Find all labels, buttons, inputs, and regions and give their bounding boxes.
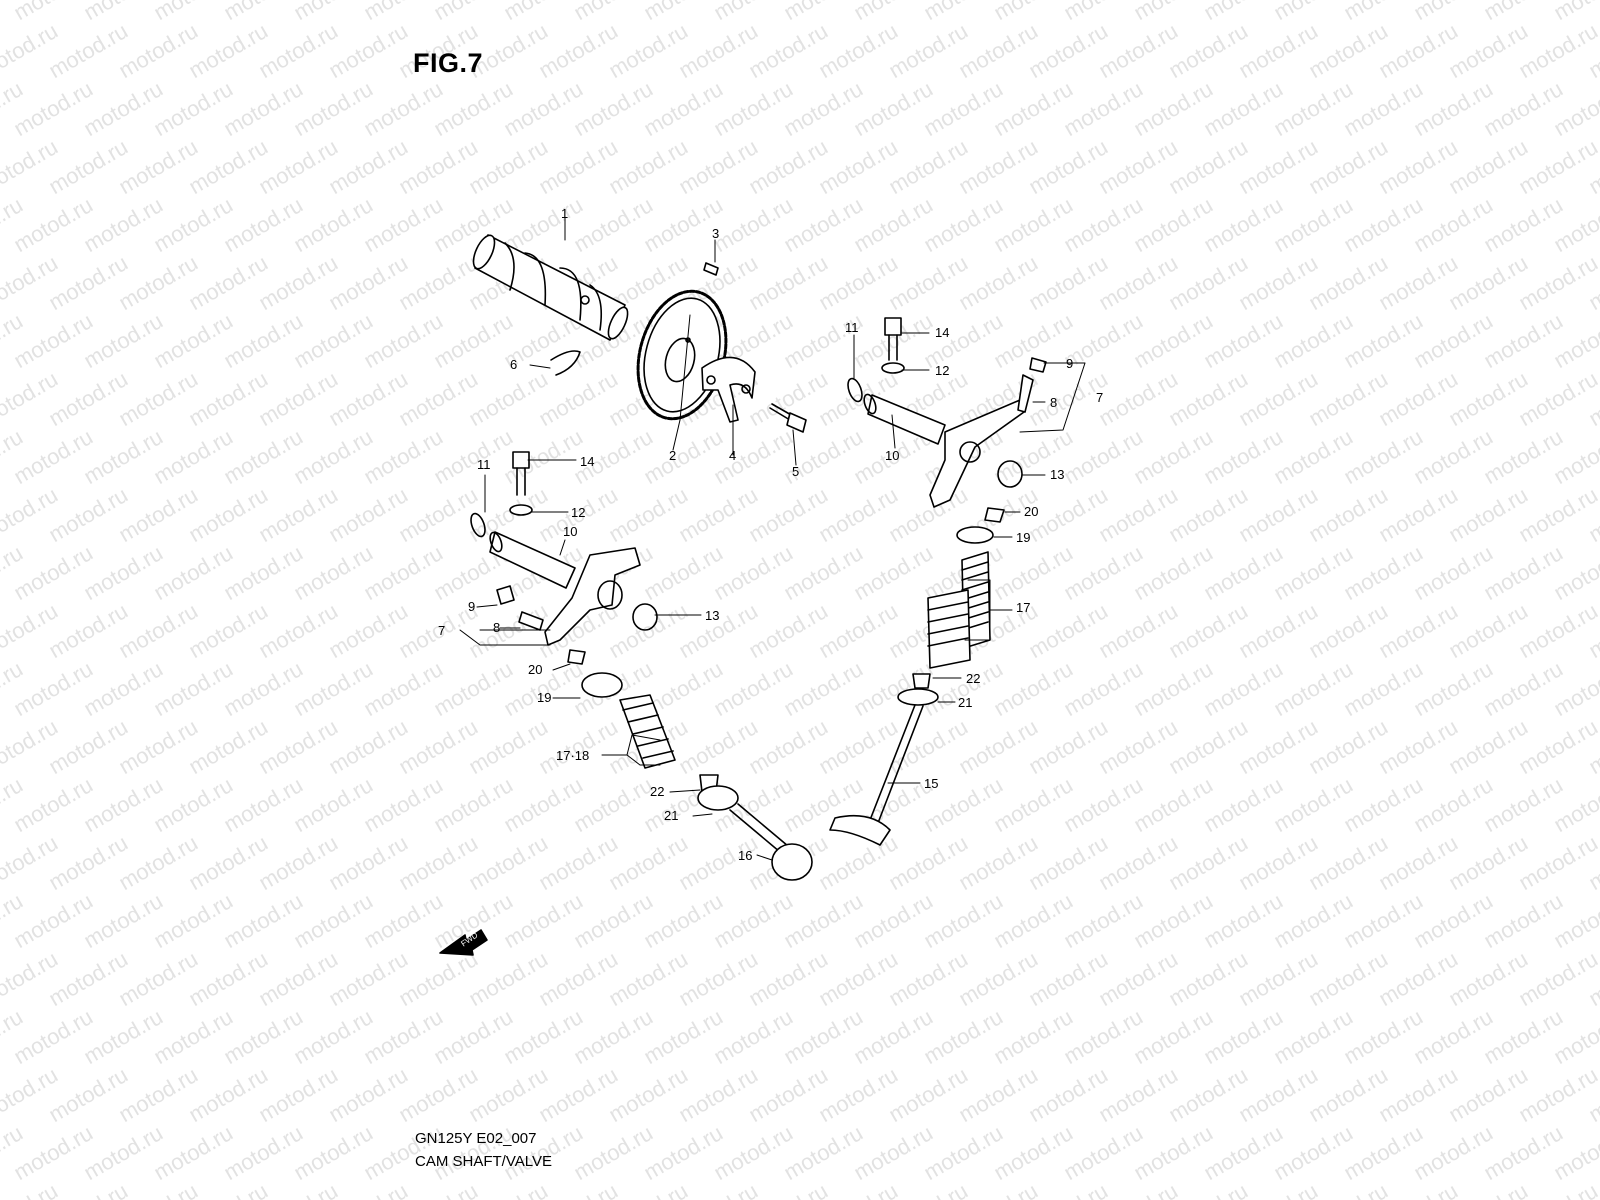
callout-1: 1 (561, 206, 568, 221)
callout-12-right: 12 (935, 363, 949, 378)
callout-14-left: 14 (580, 454, 594, 469)
callout-13-right: 13 (1050, 467, 1064, 482)
callout-14-right: 14 (935, 325, 949, 340)
callout-19-right: 19 (1016, 530, 1030, 545)
callout-6: 6 (510, 357, 517, 372)
callout-5: 5 (792, 464, 799, 479)
callout-13-left: 13 (705, 608, 719, 623)
callout-4: 4 (729, 448, 736, 463)
callout-labels: 1 2 3 4 5 6 7 8 9 10 11 12 13 14 15 16 1… (438, 206, 1103, 948)
callout-19-left: 19 (537, 690, 551, 705)
callout-22-left: 22 (650, 784, 664, 799)
valve-assembly-left (567, 649, 813, 881)
valve-assembly-right (829, 507, 1005, 846)
callout-22-right: 22 (966, 671, 980, 686)
callout-7-right: 7 (1096, 390, 1103, 405)
callout-10-left: 10 (563, 524, 577, 539)
callout-17-18-left: 17·18 (556, 748, 589, 763)
callout-20-left: 20 (528, 662, 542, 677)
cam-sprocket (636, 289, 728, 421)
figure-title: FIG.7 (413, 48, 484, 78)
callout-9-right: 9 (1066, 356, 1073, 371)
callout-8-right: 8 (1050, 395, 1057, 410)
callout-20-right: 20 (1024, 504, 1038, 519)
camshaft (472, 234, 629, 341)
figure-code: GN125Y E02_007 (415, 1130, 537, 1147)
callout-12-left: 12 (571, 505, 585, 520)
dowel-pin (703, 262, 719, 276)
leader-lines (459, 217, 1086, 861)
sprocket-bolt (769, 403, 807, 433)
callout-16: 16 (738, 848, 752, 863)
callout-11-left: 11 (477, 457, 491, 472)
sprocket-plate (701, 356, 756, 423)
figure-name: CAM SHAFT/VALVE (415, 1153, 552, 1170)
callout-11-right: 11 (845, 320, 859, 335)
callout-7-left: 7 (438, 623, 445, 638)
callout-21-right: 21 (958, 695, 972, 710)
rocker-assembly-right (847, 317, 1047, 508)
fwd-arrow-icon (439, 929, 488, 956)
callout-10-right: 10 (885, 448, 899, 463)
rocker-assembly-left (470, 451, 658, 646)
callout-21-left: 21 (664, 808, 678, 823)
callout-3: 3 (712, 226, 719, 241)
callout-9-left: 9 (468, 599, 475, 614)
cam-clip (550, 350, 581, 376)
callout-2: 2 (669, 448, 676, 463)
callout-15: 15 (924, 776, 938, 791)
callout-17-right: 17 (1016, 600, 1030, 615)
callout-8-left: 8 (493, 620, 500, 635)
